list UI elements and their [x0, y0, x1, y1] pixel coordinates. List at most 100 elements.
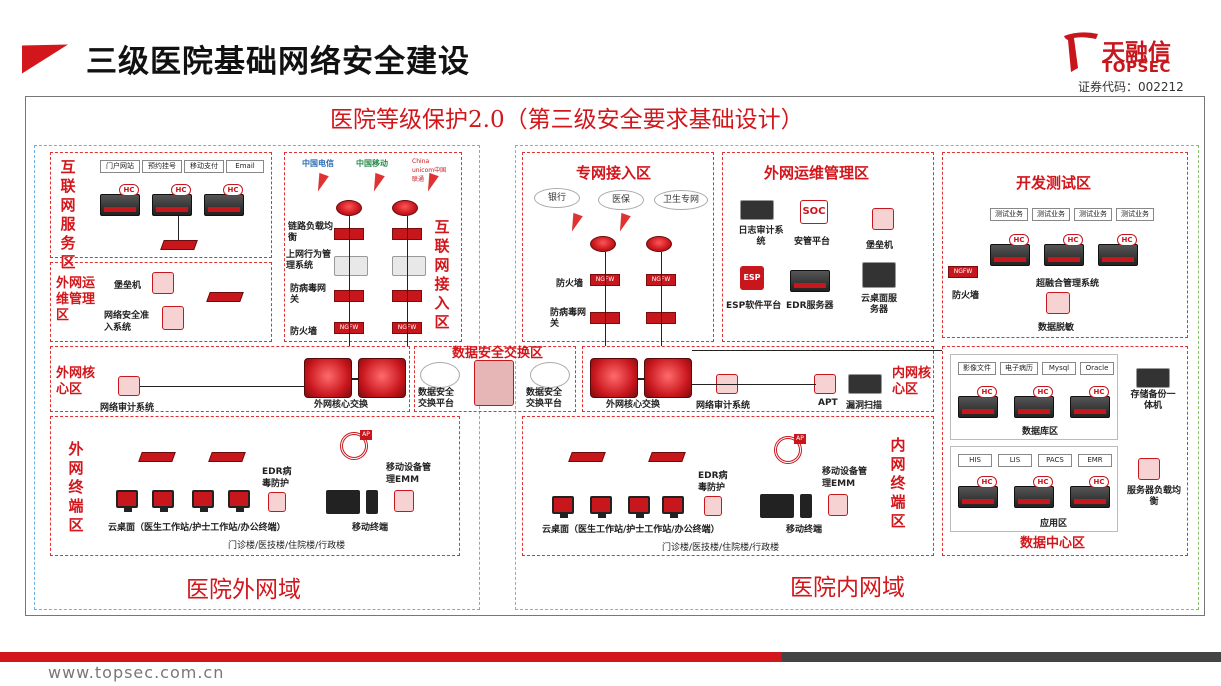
test-chip: 测试业务 [1074, 208, 1112, 221]
outer-mobile-label: 移动终端 [352, 523, 389, 533]
connector [140, 386, 304, 387]
inner-domain-box [515, 145, 1199, 610]
inner-mobile-label: 移动终端 [786, 525, 823, 535]
connector [407, 216, 408, 346]
server-icon [152, 194, 192, 216]
carrier-telecom: 中国电信 [302, 159, 334, 168]
lb-label: 链路负载均衡 [288, 222, 334, 243]
app-label: 应用区 [1040, 519, 1068, 529]
pc-icon [116, 490, 138, 512]
nac-label: 网络安全准入系统 [104, 311, 150, 333]
connector [661, 252, 662, 346]
outer-edr-label: EDR病毒防护 [262, 467, 292, 489]
cloud-bank: 银行 [534, 188, 580, 208]
pc-icon [192, 490, 214, 512]
hc-icon: HC [1009, 234, 1029, 246]
test-chip: 测试业务 [990, 208, 1028, 221]
carrier-mobile: 中国移动 [356, 159, 388, 168]
db-zone-box [950, 354, 1118, 440]
inner-ops-zone [722, 152, 934, 342]
outer-core-zone [50, 346, 410, 412]
outer-core-label: 外网核心区 [56, 366, 96, 397]
cloud-health: 卫生专网 [654, 190, 708, 210]
esp-icon: ESP [740, 266, 764, 290]
pc-icon [628, 496, 650, 518]
topsec-logo-icon [1064, 32, 1098, 72]
behavior-label: 上网行为管理系统 [286, 250, 332, 271]
connector [352, 378, 358, 380]
service-chip: 门户网站 [100, 160, 140, 173]
outer-audit-label: 网络审计系统 [100, 403, 155, 413]
emm-icon [828, 494, 848, 516]
diagram-title: 医院等级保护2.0（第三级安全要求基础设计） [330, 107, 804, 133]
connector [178, 216, 179, 240]
app-chip: HIS [958, 454, 992, 467]
server-icon [1070, 396, 1110, 418]
cloud-icon [530, 362, 570, 388]
private-access-zone [522, 152, 714, 342]
server-icon [1014, 486, 1054, 508]
inner-core-switch-label: 外网核心交换 [606, 400, 661, 410]
vdi-server-icon [862, 262, 896, 288]
db-chip: Oracle [1080, 362, 1114, 375]
edr-shield-icon [704, 496, 722, 516]
app-chip: LIS [998, 454, 1032, 467]
router-icon [646, 236, 672, 252]
pc-icon [228, 490, 250, 512]
storage-icon [1136, 368, 1170, 388]
inner-buildings-label: 门诊楼/医技楼/住院楼/行政楼 [662, 543, 780, 553]
pc-icon [590, 496, 612, 518]
lb-label: 服务器负载均衡 [1126, 486, 1181, 507]
footer-url[interactable]: www.topsec.com.cn [48, 663, 225, 682]
phone-icon [366, 490, 378, 514]
inner-core-label: 内网核心区 [892, 366, 932, 397]
test-chip: 测试业务 [1116, 208, 1154, 221]
ap-icon: AP [360, 430, 372, 440]
inner-emm-label: 移动设备管理EMM [822, 467, 868, 489]
footer-bar [0, 652, 1221, 662]
log-audit-icon [740, 200, 774, 220]
nac-icon [162, 306, 184, 330]
db-chip: 影像文件 [958, 362, 996, 375]
db-chip: 电子病历 [1000, 362, 1038, 375]
router-icon [590, 236, 616, 252]
server-icon [100, 194, 140, 216]
hc-icon: HC [1117, 234, 1137, 246]
vuln-scan-icon [848, 374, 882, 394]
inner-audit-label: 网络审计系统 [696, 401, 751, 411]
switch-icon [648, 452, 686, 462]
phone-icon [800, 494, 812, 518]
pc-icon [152, 490, 174, 512]
dev-test-label: 开发测试区 [1016, 174, 1092, 192]
server-icon [958, 396, 998, 418]
inner-desktop-label: 云桌面（医生工作站/护士工作站/办公终端） [542, 525, 720, 535]
exchange-left-label: 数据安全交换平台 [418, 388, 455, 409]
core-switch-icon [644, 358, 692, 398]
outer-terminal-zone [50, 416, 460, 556]
outer-ops-zone [50, 262, 272, 342]
apt-icon [814, 374, 836, 394]
stock-code: 证券代码：002212 [1078, 80, 1184, 94]
router-icon [392, 200, 418, 216]
vdi-server-label: 云桌面服务器 [860, 294, 897, 315]
switch-icon [208, 452, 246, 462]
hc-icon: HC [977, 386, 997, 398]
hc-icon: HC [1089, 476, 1109, 488]
pc-icon [662, 496, 684, 518]
carrier-unicom: China unicom中国联通 [412, 158, 447, 183]
pa-av-label: 防病毒网关 [550, 308, 587, 329]
esp-label: ESP软件平台 [726, 301, 782, 311]
lb-icon [1138, 458, 1160, 480]
hc-icon: HC [1089, 386, 1109, 398]
diagram-frame [25, 96, 1205, 616]
internet-access-zone [284, 152, 462, 342]
cloud-icon [420, 362, 460, 388]
logo-cn: 天融信 [1102, 40, 1171, 66]
db-label: 数据库区 [1022, 427, 1059, 437]
tablet-icon [760, 494, 794, 518]
bastion-label: 堡垒机 [114, 281, 142, 291]
app-chip: PACS [1038, 454, 1072, 467]
connector [605, 252, 606, 346]
hc-icon: HC [1033, 476, 1053, 488]
server-icon [1070, 486, 1110, 508]
